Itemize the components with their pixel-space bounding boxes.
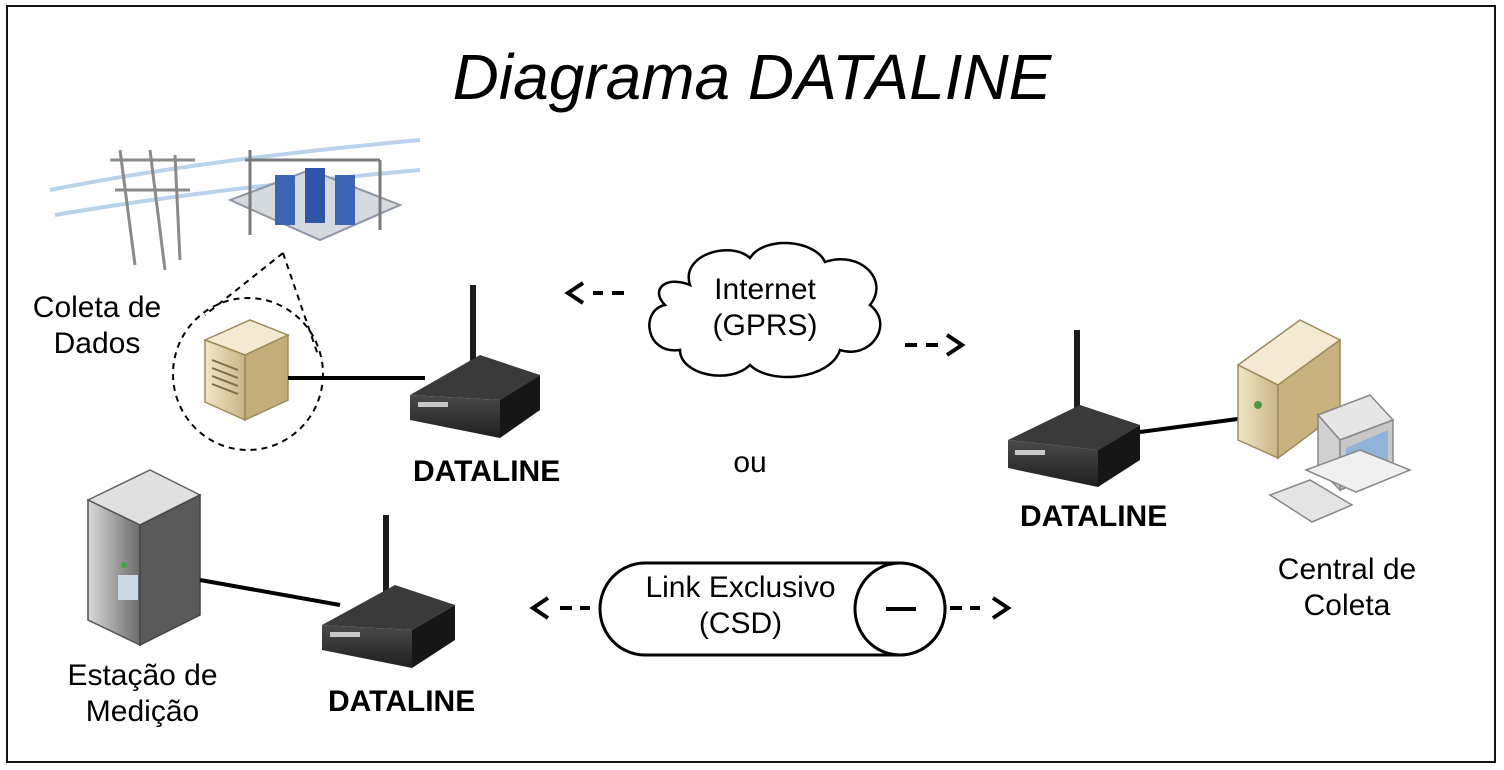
- server-icon: [203, 319, 290, 422]
- substation-icon: [49, 138, 421, 271]
- or-label: ou: [733, 446, 767, 479]
- link-exclusivo-label: Link Exclusivo (CSD): [645, 571, 836, 640]
- diagram-title: Diagrama DATALINE: [452, 41, 1052, 113]
- zoom-circle: [172, 297, 324, 451]
- arrow-icon: [905, 333, 966, 357]
- dataline-label-1: DATALINE: [413, 455, 561, 488]
- modem-icon: [410, 285, 540, 438]
- dataline-label-3: DATALINE: [1020, 500, 1168, 533]
- arrow-icon: [950, 596, 1012, 620]
- internet-label: Internet (GPRS): [712, 273, 818, 342]
- coleta-label: Coleta de Dados: [32, 291, 162, 360]
- cloud-icon: [648, 241, 882, 379]
- central-label: Central de Coleta: [1277, 553, 1417, 622]
- modem-icon: [322, 515, 455, 668]
- cable-central: [1139, 416, 1246, 434]
- dataline-label-2: DATALINE: [328, 685, 476, 718]
- zoom-lines: [204, 252, 319, 356]
- rack-server-icon: [86, 469, 202, 647]
- modem-icon: [1008, 330, 1140, 487]
- diagram-frame: [6, 5, 1496, 763]
- desktop-computer-icon: [1236, 319, 1413, 523]
- arrow-icon: [564, 281, 624, 305]
- cable-estacao: [199, 578, 341, 607]
- arrow-icon: [529, 596, 590, 620]
- pipe-icon: [598, 561, 947, 657]
- estacao-label: Estação de Medição: [67, 659, 218, 728]
